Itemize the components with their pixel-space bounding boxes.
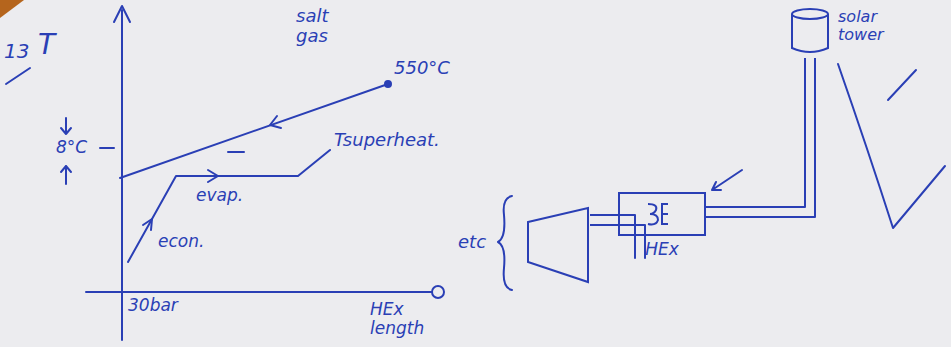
number-slash <box>6 68 30 84</box>
turbine-shape <box>528 208 588 282</box>
salt-inlet-dot <box>385 81 391 87</box>
node-label: etc <box>458 200 498 252</box>
flow-arrowhead <box>270 116 281 128</box>
temperature-axis <box>121 10 123 340</box>
heat-arrow <box>712 170 742 190</box>
flow-arrowhead <box>143 219 152 230</box>
diagram-label: econ. <box>158 232 204 251</box>
diagram-label: salt gas <box>296 6 346 46</box>
brace <box>498 196 512 290</box>
diagram-label: HEx length <box>370 300 434 337</box>
heat-exchanger-outline <box>618 192 706 236</box>
tower-body <box>792 14 828 52</box>
tower-top <box>792 9 828 19</box>
turbine-node: etc <box>458 200 590 286</box>
pinch-arrow <box>61 118 71 134</box>
length-axis <box>86 291 432 293</box>
turbine-outline <box>526 200 590 286</box>
axis-arrowhead <box>114 6 130 22</box>
coil-symbol <box>648 204 668 225</box>
diagram-label: T <box>38 30 55 61</box>
diagram-label: 8°C <box>56 138 87 157</box>
steam-line <box>128 150 330 262</box>
diagram-label: evap. <box>196 186 243 205</box>
pipe-connector <box>590 215 645 259</box>
ground-line <box>838 64 945 228</box>
heat-exchanger-box <box>619 193 705 235</box>
tower-node: solar tower <box>788 6 902 58</box>
diagram-label: 30bar <box>128 296 178 315</box>
pinch-dash <box>100 147 114 149</box>
node-label: solar tower <box>838 6 902 43</box>
corner-smear <box>0 0 24 18</box>
pinch-arrow <box>61 166 71 184</box>
axis-end-circle <box>432 286 444 298</box>
pipe-connector <box>706 58 815 217</box>
diagram-label: Tsuperheat. <box>334 130 440 150</box>
node-label: HEx <box>618 240 706 259</box>
sun-ray <box>888 70 916 100</box>
hex-node: HEx <box>618 192 706 259</box>
tower-outline <box>788 6 832 58</box>
diagram-label: 13 <box>4 40 29 62</box>
pinch-dash <box>228 151 244 153</box>
diagram-label: 550°C <box>394 58 450 78</box>
flow-arrowhead <box>208 170 218 182</box>
